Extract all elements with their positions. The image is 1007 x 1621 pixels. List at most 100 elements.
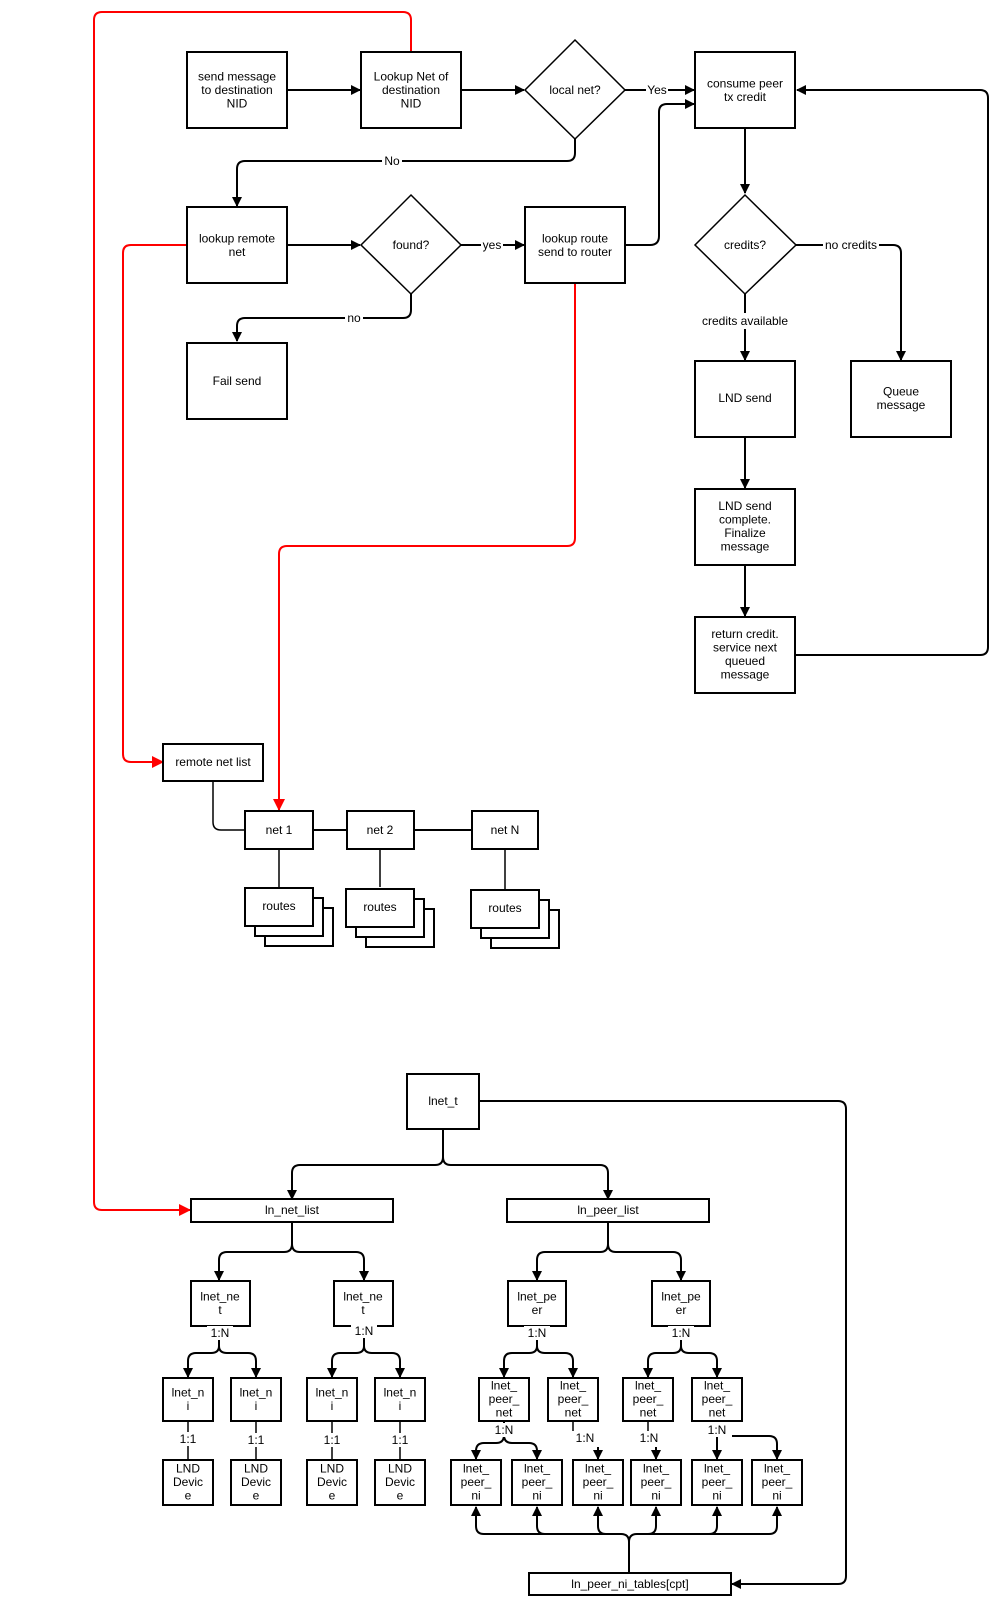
label-line: lnet_ [524, 1462, 550, 1476]
routes-stack-1 [244, 887, 334, 947]
lnet-peer-ni-label-5: lnet_peer_ni [702, 1462, 733, 1503]
edge-label-no-credits: no credits [825, 238, 877, 252]
lookup-remote-box [186, 206, 288, 284]
edge-net-a-ni-2 [218, 1345, 261, 1378]
label-line: e [329, 1489, 336, 1503]
label-line: lookup route [542, 231, 608, 245]
edge-return-to-consume [796, 85, 989, 656]
return-credit-box [694, 616, 796, 694]
edge-local-no [232, 139, 576, 207]
edge-label-yes-found: yes [483, 238, 502, 252]
label-line: Fail send [213, 374, 262, 388]
lnet-peer-net-box-1 [478, 1377, 530, 1422]
ln-peer-list-label: ln_peer_list [577, 1203, 639, 1217]
label-line: net [709, 1406, 726, 1420]
label-line: LND [176, 1462, 200, 1476]
label-line: lnet_n [240, 1385, 273, 1399]
label-line: lnet_pe [661, 1289, 701, 1303]
label-line: routes [488, 901, 521, 915]
label-line: er [532, 1303, 543, 1317]
label-line: message [877, 398, 926, 412]
highlight-edges [93, 11, 576, 1216]
label-1n-peer-a: 1:N [528, 1326, 547, 1340]
edge-lnet-t-to-ln-peer-ni-tables [479, 1100, 847, 1589]
label-11-ni-2: 1:1 [248, 1433, 265, 1447]
label-line: peer_ [641, 1475, 672, 1489]
label-line: lnet_ [585, 1462, 611, 1476]
label-line: lnet_n [316, 1385, 349, 1399]
label-line: found? [393, 238, 430, 252]
label-line: consume peer [707, 76, 783, 90]
net2-label: net 2 [367, 823, 394, 837]
label-line: lnet_ [560, 1379, 586, 1393]
edge-net-b-ni-2 [363, 1345, 405, 1378]
label-line: peer_ [489, 1392, 520, 1406]
label-line: i [255, 1399, 258, 1413]
lnd-device-box-3 [306, 1459, 358, 1506]
lnd-device-box-1 [162, 1459, 214, 1506]
label-line: ln_net_list [265, 1203, 320, 1217]
credits-label: credits? [724, 238, 766, 252]
edge-peer-list-to-peer-a [532, 1222, 609, 1281]
label-11-ni-1: 1:1 [180, 1432, 197, 1446]
label-line: Queue [883, 384, 919, 398]
routes-label-2: routes [363, 900, 396, 914]
edge-tables-pni-3 [593, 1506, 607, 1535]
label-line: net [640, 1406, 657, 1420]
remote-net-list-label: remote net list [175, 755, 251, 769]
lnet-peer-ni-box-6 [751, 1459, 803, 1506]
label-line: lnet_pe [517, 1289, 557, 1303]
edge-peer-list-to-peer-b [607, 1243, 686, 1281]
label-line: ni [772, 1489, 781, 1503]
label-line: Devic [385, 1475, 415, 1489]
lnet-peer-net-label-4: lnet_peer_net [702, 1379, 733, 1420]
label-line: complete. [719, 512, 771, 526]
edge-tables-pni-5 [637, 1506, 722, 1535]
label-line: lnet_ [491, 1379, 517, 1393]
label-line: lnet_ne [343, 1289, 383, 1303]
red-edge-lookup-route-to-net1 [273, 281, 576, 811]
label-line: lnet_ [764, 1462, 790, 1476]
label-line: NID [401, 97, 422, 111]
label-line: i [331, 1399, 334, 1413]
lnet-peer-net-label-3: lnet_peer_net [633, 1379, 664, 1420]
label-11-ni-3: 1:1 [324, 1433, 341, 1447]
label-line: Lookup Net of [374, 70, 449, 84]
lnet-ni-box-1 [162, 1377, 214, 1422]
net1-label: net 1 [266, 823, 293, 837]
label-1n-pnet-1: 1:N [495, 1423, 514, 1437]
found-label: found? [393, 238, 430, 252]
label-line: e [397, 1489, 404, 1503]
label-line: Devic [173, 1475, 203, 1489]
lnet-peer-net-box-4 [691, 1377, 743, 1422]
label-line: lnet_ [704, 1462, 730, 1476]
label-line: peer_ [461, 1475, 492, 1489]
red-edge-lookup-net-to-ln-net-list [93, 11, 412, 1216]
label-line: lookup remote [199, 231, 275, 245]
label-line: queued [725, 654, 765, 668]
nodes [162, 38, 952, 1596]
label-line: message [721, 539, 770, 553]
label-line: lnet_t [428, 1094, 458, 1108]
edge-no-credits [796, 244, 906, 361]
lookup-route-box [524, 206, 626, 284]
lnet-peer-ni-box-4 [630, 1459, 682, 1506]
lnet-net-box-a [190, 1280, 251, 1327]
label-line: net N [491, 823, 520, 837]
edge-net-list-to-net-b [291, 1243, 369, 1281]
net1-box [244, 810, 314, 850]
lnd-complete-box [694, 488, 796, 566]
label-line: i [399, 1399, 402, 1413]
flow-edges [183, 85, 989, 1589]
lnet-peer-ni-label-6: lnet_peer_ni [762, 1462, 793, 1503]
edge-peer-b-pnet-2 [680, 1345, 722, 1378]
label-line: credits? [724, 238, 766, 252]
label-line: LND [320, 1462, 344, 1476]
lnet-peer-ni-label-4: lnet_peer_ni [641, 1462, 672, 1503]
label-1n-peer-b: 1:N [672, 1326, 691, 1340]
